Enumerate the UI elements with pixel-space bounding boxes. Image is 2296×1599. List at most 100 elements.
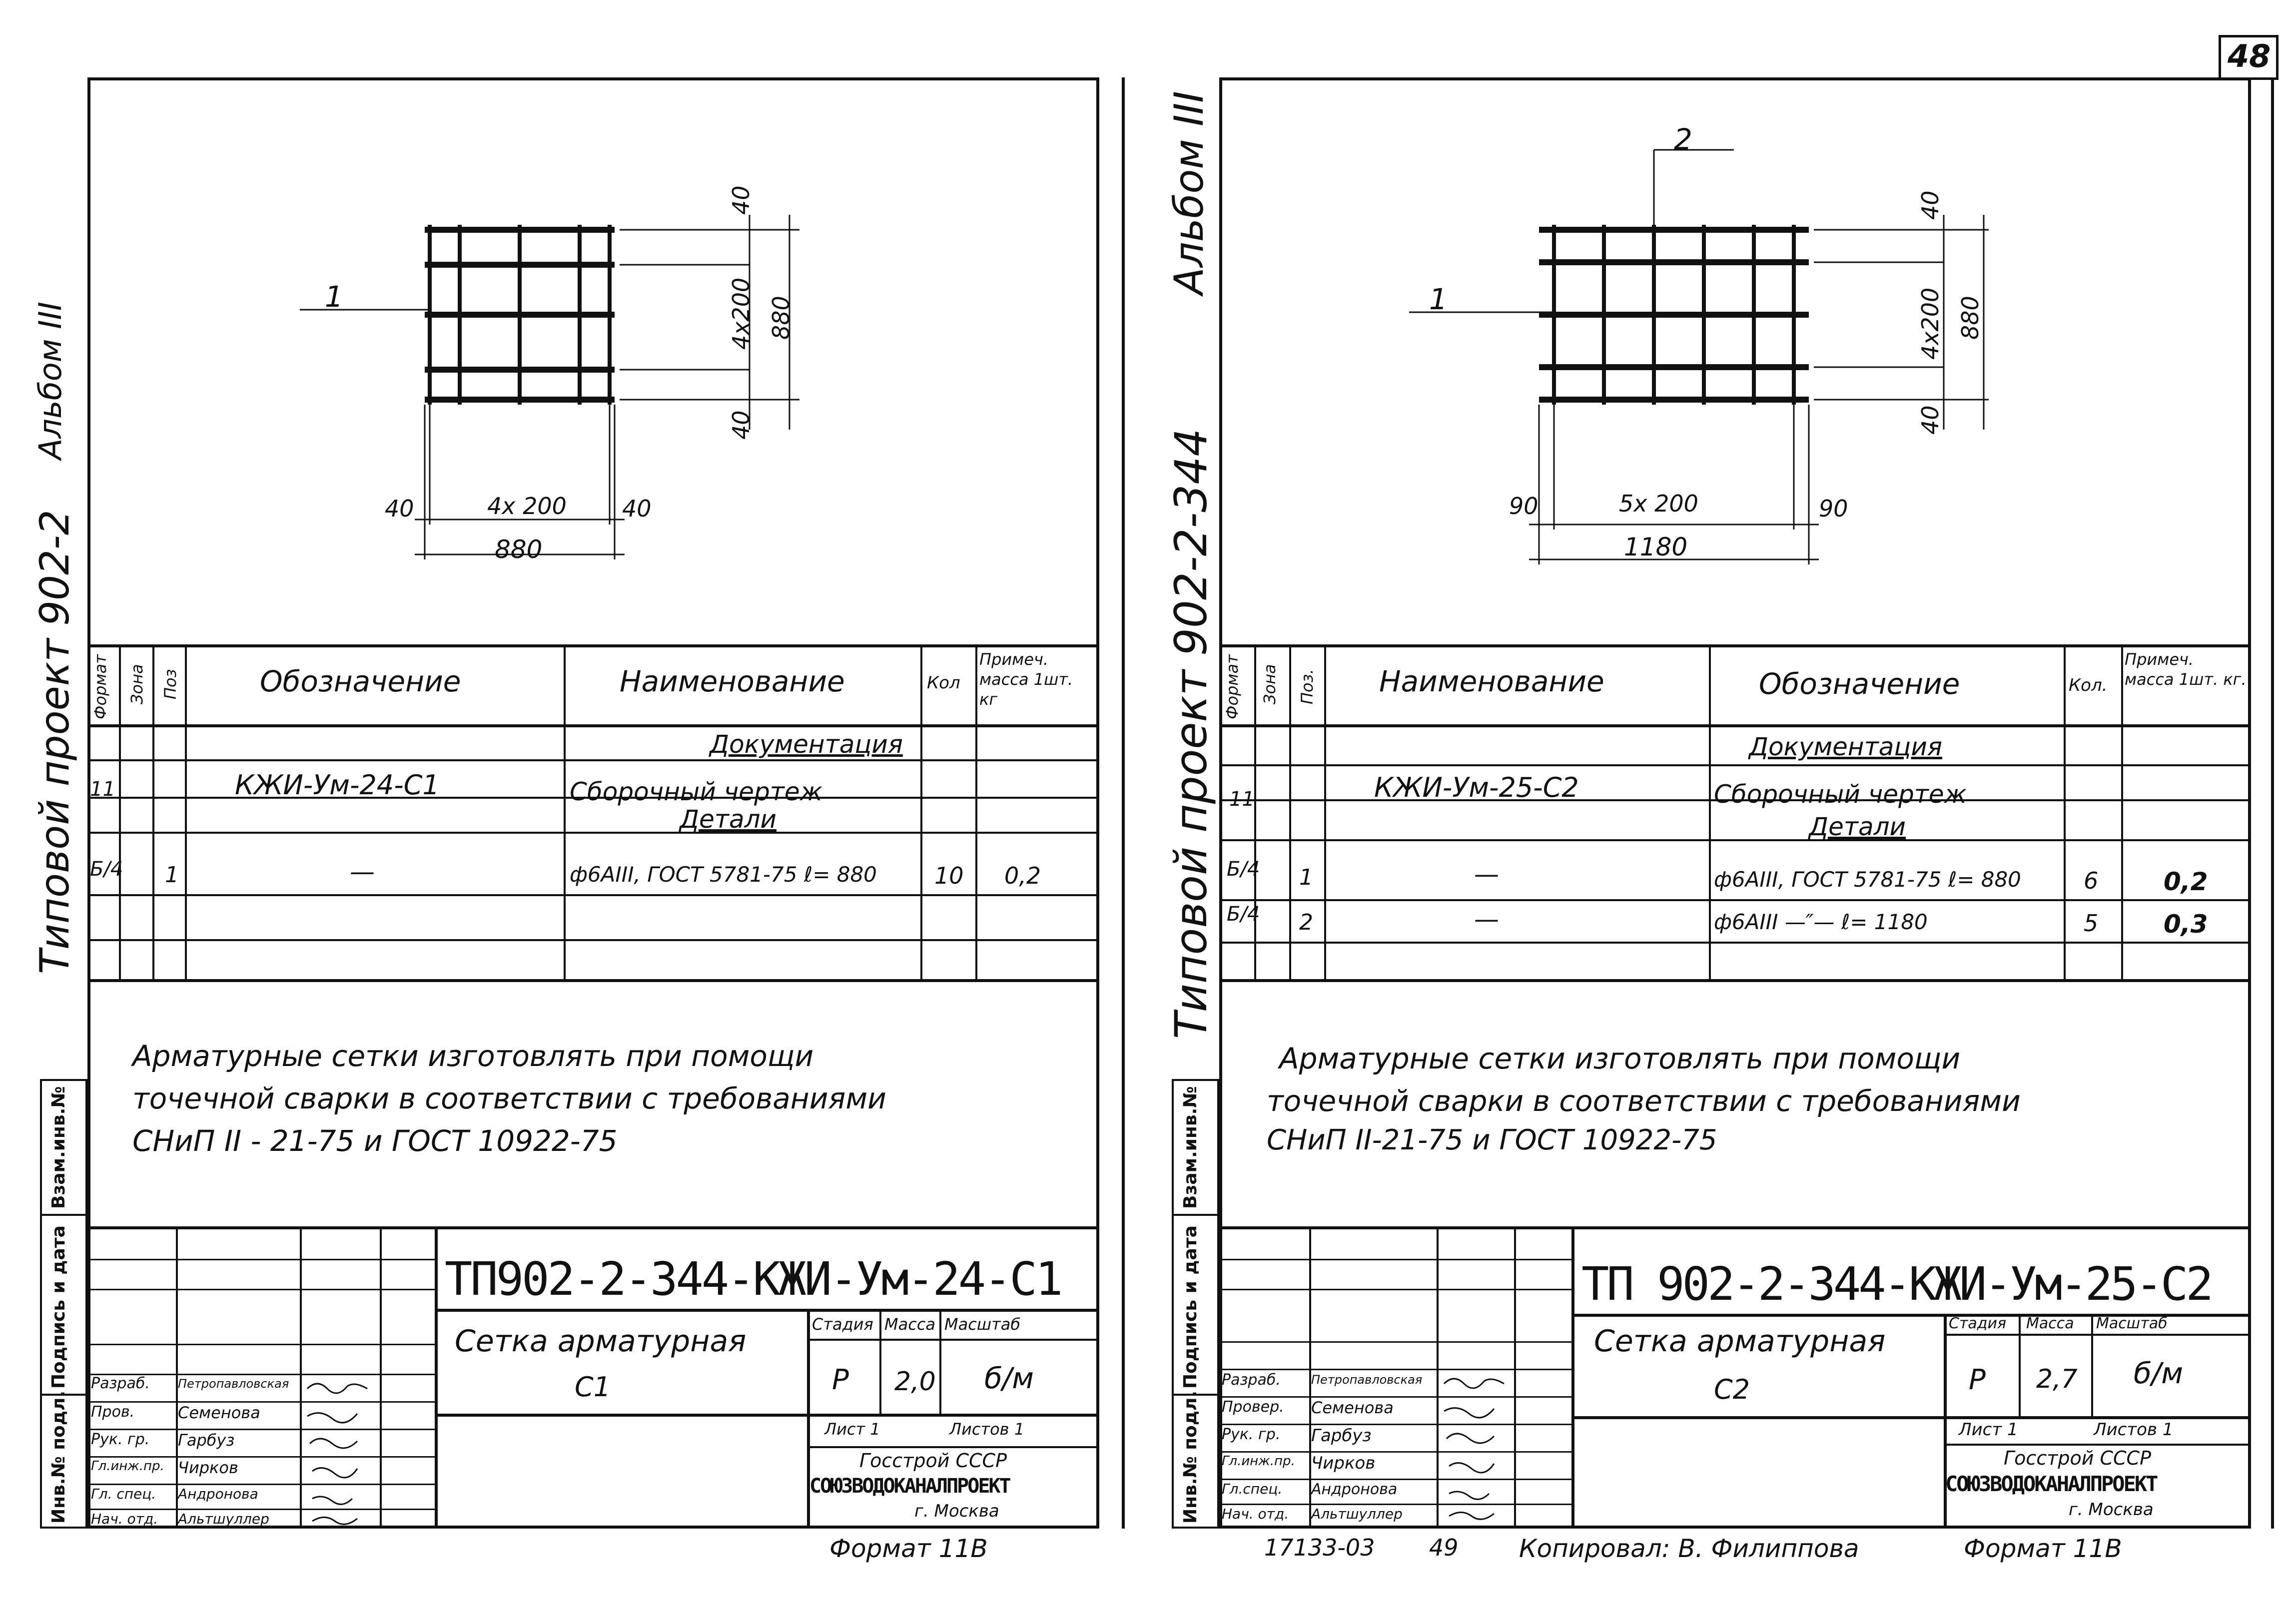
- left-tb-name1: Сетка арматурная: [455, 1324, 747, 1359]
- left-head-name: Наименование: [620, 664, 845, 698]
- left-spec-bottom: [87, 979, 1099, 982]
- left-tb-sheets: Листов 1: [949, 1420, 1025, 1439]
- right-side-stamp-div2: [1172, 1394, 1219, 1396]
- right-tb-org2: СОЮЗВОДОКАНАЛПРОЕКТ: [1945, 1472, 2158, 1496]
- right-dim-4x200-v: 4x200: [1917, 287, 1944, 360]
- right-tb-v-name: [1571, 1226, 1574, 1529]
- left-dim-880-h: 880: [495, 535, 543, 564]
- left-tb-v3: [380, 1226, 382, 1529]
- left-row-part-designation: —: [350, 857, 375, 886]
- left-tb-stage-label: Стадия: [812, 1315, 873, 1334]
- left-spec-v1: [119, 644, 121, 979]
- right-footer-page: 49: [1429, 1534, 1459, 1561]
- left-tb-top: [87, 1226, 1099, 1229]
- left-tb-scale-label: Масштаб: [944, 1315, 1021, 1334]
- left-tb-v-scale: [939, 1309, 941, 1414]
- left-dim-top-40: 40: [728, 185, 755, 215]
- left-tb-name-r4: Чирков: [178, 1458, 238, 1477]
- right-side-stamp-2: Подпись и дата: [1180, 1225, 1201, 1389]
- right-tb-row4: [1219, 1369, 1571, 1370]
- right-tb-stage-label: Стадия: [1949, 1315, 2007, 1332]
- left-tb-name-r3: Гарбуз: [178, 1431, 235, 1450]
- left-tb-row6: [87, 1429, 435, 1430]
- left-side-stamp-div2: [40, 1394, 87, 1396]
- right-tb-mass: 2,7: [2036, 1364, 2078, 1394]
- right-side-stamp-1: Взам.инв.№: [1180, 1086, 1201, 1209]
- left-tb-sheet: Лист 1: [824, 1420, 880, 1439]
- right-signatures: [1443, 1378, 1505, 1520]
- right-tb-org1: Госстрой СССР: [2004, 1447, 2152, 1469]
- right-mesh-drawing: [1409, 149, 1989, 564]
- right-tb-name-r2: Семенова: [1311, 1398, 1394, 1417]
- left-row-part-name: ф6АIII, ГОСТ 5781-75 ℓ= 880: [570, 862, 877, 887]
- right-spec-h1: [1219, 724, 2251, 727]
- right-tb-role5: Гл.спец.: [1222, 1481, 1283, 1497]
- left-spec-v3: [185, 644, 187, 979]
- right-spec-h5: [1219, 899, 2251, 901]
- left-tb-scale: б/м: [984, 1361, 1034, 1395]
- left-spec-v6: [975, 644, 977, 979]
- left-spec-h5: [87, 894, 1099, 896]
- left-head-qty: Кол: [927, 673, 960, 693]
- right-sheet-edge: [2271, 77, 2274, 1529]
- right-tb-v-mass: [2019, 1314, 2021, 1416]
- left-side-stamp-2: Подпись и дата: [48, 1225, 69, 1389]
- right-spec-v3: [1324, 644, 1326, 979]
- right-side-stamp-3: Инв.№ подл.: [1180, 1390, 1201, 1524]
- right-side-project: Типовой проект 902-2-344: [1165, 428, 1217, 1039]
- right-tb-code-bottom: [1571, 1314, 2251, 1317]
- right-tb-code: ТП 902-2-344-КЖИ-Ум-25-С2: [1581, 1257, 2214, 1311]
- right-tb-name-r6: Альтшуллер: [1311, 1506, 1403, 1522]
- right-tb-info-h1: [1944, 1334, 2251, 1336]
- left-tb-org1: Госстрой СССР: [859, 1450, 1007, 1472]
- right-tb-row9: [1219, 1504, 1571, 1505]
- right-tb-v3: [1514, 1226, 1516, 1529]
- left-dim-left-40: 40: [385, 495, 414, 522]
- right-tb-name-r5: Андронова: [1311, 1481, 1398, 1498]
- right-head-designation: Обозначение: [1759, 667, 1960, 701]
- right-spec-top: [1219, 644, 2251, 647]
- right-dim-top-40: 40: [1917, 190, 1944, 220]
- left-tb-name-r5: Андронова: [178, 1486, 258, 1502]
- left-spec-h6: [87, 939, 1099, 941]
- left-spec-h1: [87, 724, 1099, 727]
- left-tb-mass: 2,0: [894, 1367, 936, 1397]
- right-tb-row8: [1219, 1479, 1571, 1480]
- right-footer-num: 17133-03: [1264, 1534, 1375, 1561]
- right-row-part2-designation: —: [1474, 905, 1499, 934]
- right-note-line1: Арматурные сетки изготовлять при помощи: [1279, 1042, 1961, 1075]
- left-head-pos: Поз: [161, 669, 180, 699]
- right-format: Формат 11В: [1964, 1534, 2122, 1563]
- left-tb-row3: [87, 1344, 435, 1345]
- left-tb-row7: [87, 1456, 435, 1458]
- right-pos1-label: 1: [1429, 282, 1448, 316]
- left-spec-h2: [87, 759, 1099, 761]
- right-spec-v5: [2064, 644, 2066, 979]
- left-spec-h3: [87, 797, 1099, 799]
- left-tb-row2: [87, 1289, 435, 1290]
- left-tb-mass-label: Масса: [884, 1315, 936, 1334]
- left-tb-info-h1: [807, 1339, 1099, 1341]
- left-side-stamp-3: Инв.№ подл.: [48, 1390, 69, 1524]
- right-tb-stage: Р: [1969, 1364, 1986, 1396]
- right-sheet-frame: [1219, 77, 2251, 1529]
- left-tb-info-h2: [807, 1446, 1099, 1448]
- right-tb-name2: С2: [1714, 1374, 1750, 1405]
- right-spec-h6: [1219, 942, 2251, 944]
- right-dim-bot-40: 40: [1917, 405, 1944, 435]
- right-side-album: Альбом III: [1166, 91, 1212, 295]
- right-row-part2-name: ф6АIII —″— ℓ= 1180: [1714, 910, 1928, 934]
- right-tb-sheet: Лист 1: [1959, 1420, 2018, 1440]
- right-tb-name-bottom: [1571, 1416, 2251, 1419]
- right-tb-row2: [1219, 1289, 1571, 1290]
- right-row-part1-qty: 6: [2084, 867, 2099, 894]
- left-pos1-label: 1: [325, 280, 343, 314]
- left-row-part-format: Б/4: [90, 858, 123, 881]
- right-spec-h3: [1219, 799, 2251, 801]
- left-row-doc-format: 11: [90, 778, 115, 801]
- left-tb-row5: [87, 1401, 435, 1403]
- right-row-part1-format: Б/4: [1227, 858, 1260, 881]
- left-head-note: Примеч. масса 1шт. кг: [979, 650, 1073, 709]
- left-row-part-pos: 1: [165, 862, 179, 888]
- left-head-zone: Зона: [127, 664, 146, 704]
